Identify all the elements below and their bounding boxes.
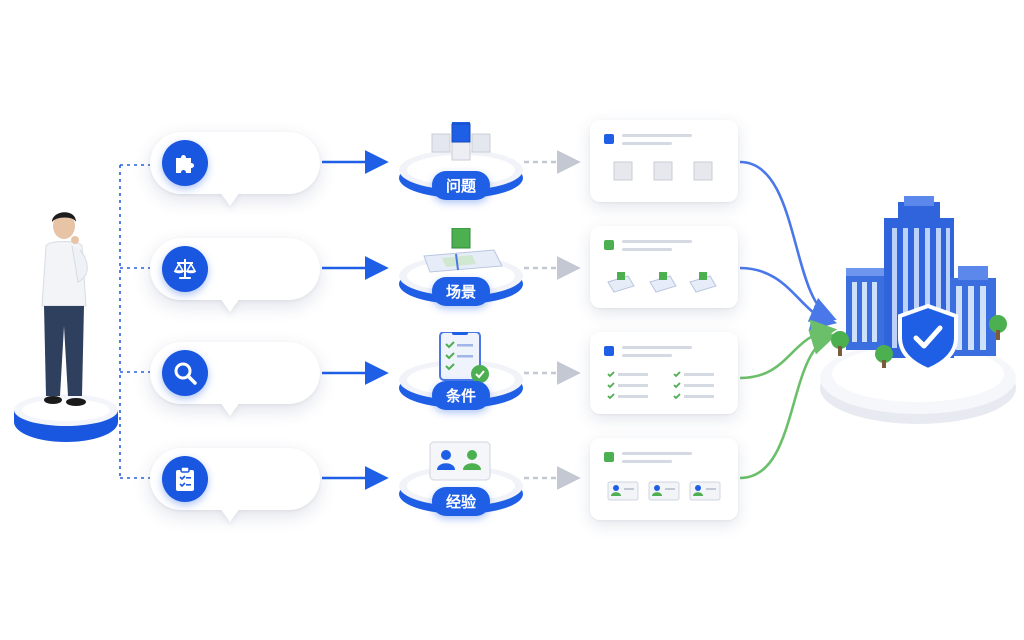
card-marker (604, 240, 614, 250)
bubble-puzzle (150, 132, 320, 206)
card-marker (604, 346, 614, 356)
bubble-scales (150, 238, 320, 312)
step-label-3: 条件 (431, 381, 491, 410)
card-line (622, 452, 692, 455)
person-figure (41, 212, 88, 406)
bubble-tail (220, 298, 240, 312)
puzzle-icon (162, 140, 208, 186)
checklist-icon (607, 371, 714, 400)
building-pedestal (820, 342, 1016, 424)
card-line (622, 346, 692, 349)
result-card-1 (590, 120, 738, 202)
platform-4: 经验 (396, 438, 526, 518)
bubble-tail (220, 192, 240, 206)
curve-card-1 (739, 160, 837, 322)
result-card-2 (590, 226, 738, 308)
platform-3: 条件 (396, 332, 526, 412)
map-icon (607, 272, 717, 293)
card-line (622, 134, 692, 137)
card-line (622, 142, 672, 145)
platform-2: 场景 (396, 228, 526, 308)
scales-icon (162, 246, 208, 292)
bubble-magnifier (150, 342, 320, 416)
clipboard-icon (162, 456, 208, 502)
card-line (622, 248, 672, 251)
cube-icon (613, 161, 713, 181)
magnifier-icon (162, 350, 208, 396)
result-card-4 (590, 438, 738, 520)
building-icon (831, 196, 1007, 373)
card-line (622, 354, 672, 357)
card-line (622, 460, 672, 463)
curve-card-2 (739, 266, 838, 331)
bubble-tail (220, 508, 240, 522)
step-label-4: 经验 (431, 487, 491, 516)
person-pedestal (14, 394, 118, 442)
person-card-icon (607, 481, 721, 501)
bubble-clipboard (150, 448, 320, 522)
card-marker (604, 134, 614, 144)
bubble-tail (220, 402, 240, 416)
platform-1: 问题 (396, 122, 526, 202)
curve-card-4 (739, 329, 837, 480)
card-line (622, 240, 692, 243)
step-label-2: 场景 (431, 277, 491, 306)
card-marker (604, 452, 614, 462)
step-label-1: 问题 (431, 171, 491, 200)
result-card-3 (590, 332, 738, 414)
